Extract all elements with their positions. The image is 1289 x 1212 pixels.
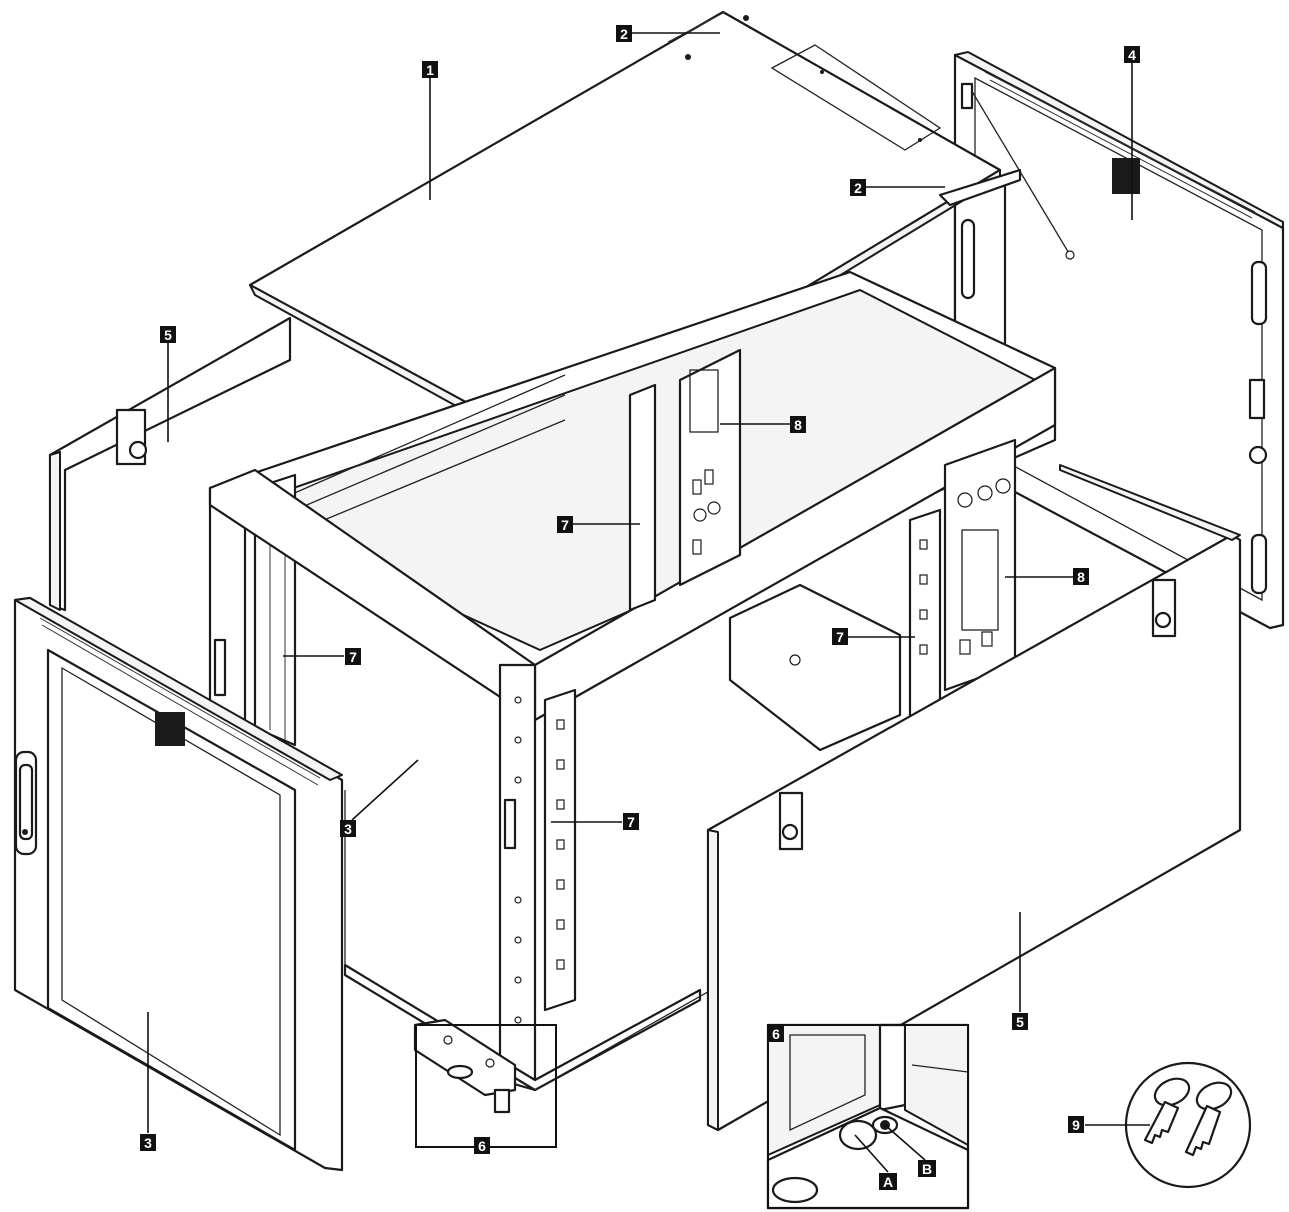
svg-text:2: 2 — [854, 180, 862, 196]
svg-text:7: 7 — [561, 517, 569, 533]
svg-text:6: 6 — [478, 1138, 486, 1154]
callout-2-bracket: 2 — [850, 179, 866, 196]
svg-text:2: 2 — [620, 26, 628, 42]
left-side-panel — [48, 316, 292, 612]
inset-detail — [766, 1023, 970, 1210]
svg-text:7: 7 — [627, 814, 635, 830]
callout-2-top: 2 — [616, 25, 632, 42]
callout-9: 9 — [1068, 1116, 1084, 1133]
inset-detail-frame — [767, 1024, 969, 1209]
keys — [1124, 1061, 1252, 1189]
callout-8-middle: 8 — [790, 416, 806, 433]
right-side-panel — [706, 464, 1242, 1132]
svg-text:8: 8 — [1077, 569, 1085, 585]
callout-3-door: 3 — [140, 1134, 156, 1151]
svg-text:3: 3 — [344, 821, 352, 837]
callout-7-middle: 7 — [557, 516, 573, 533]
callout-a: A — [879, 1173, 897, 1190]
svg-text:8: 8 — [794, 417, 802, 433]
front-door — [13, 596, 344, 1172]
rear-door — [953, 51, 1285, 630]
svg-text:9: 9 — [1072, 1117, 1080, 1133]
svg-text:7: 7 — [349, 649, 357, 665]
callout-5-right: 5 — [1012, 1013, 1028, 1030]
callout-7-right: 7 — [832, 628, 848, 645]
svg-text:5: 5 — [1016, 1014, 1024, 1030]
svg-text:1: 1 — [426, 62, 434, 78]
svg-text:3: 3 — [144, 1135, 152, 1151]
cabinet-frame — [208, 270, 1057, 1092]
leader-lines — [147, 32, 1150, 1173]
callout-3-inner: 3 — [340, 820, 356, 837]
svg-text:4: 4 — [1128, 47, 1136, 63]
callout-6-inset: 6 — [768, 1025, 784, 1042]
callout-1: 1 — [422, 61, 438, 78]
key-icon — [1184, 1081, 1233, 1157]
svg-text:B: B — [922, 1161, 932, 1177]
svg-text:6: 6 — [772, 1026, 780, 1042]
callout-5-left: 5 — [160, 326, 176, 343]
callout-7-front: 7 — [623, 813, 639, 830]
key-icon — [1143, 1077, 1191, 1145]
callout-b: B — [918, 1160, 936, 1177]
svg-text:7: 7 — [836, 629, 844, 645]
svg-text:5: 5 — [164, 327, 172, 343]
svg-text:A: A — [883, 1174, 893, 1190]
callout-8-right: 8 — [1073, 568, 1089, 585]
callout-6-foot: 6 — [474, 1137, 490, 1154]
callout-4: 4 — [1124, 46, 1140, 63]
callout-7-left: 7 — [345, 648, 361, 665]
